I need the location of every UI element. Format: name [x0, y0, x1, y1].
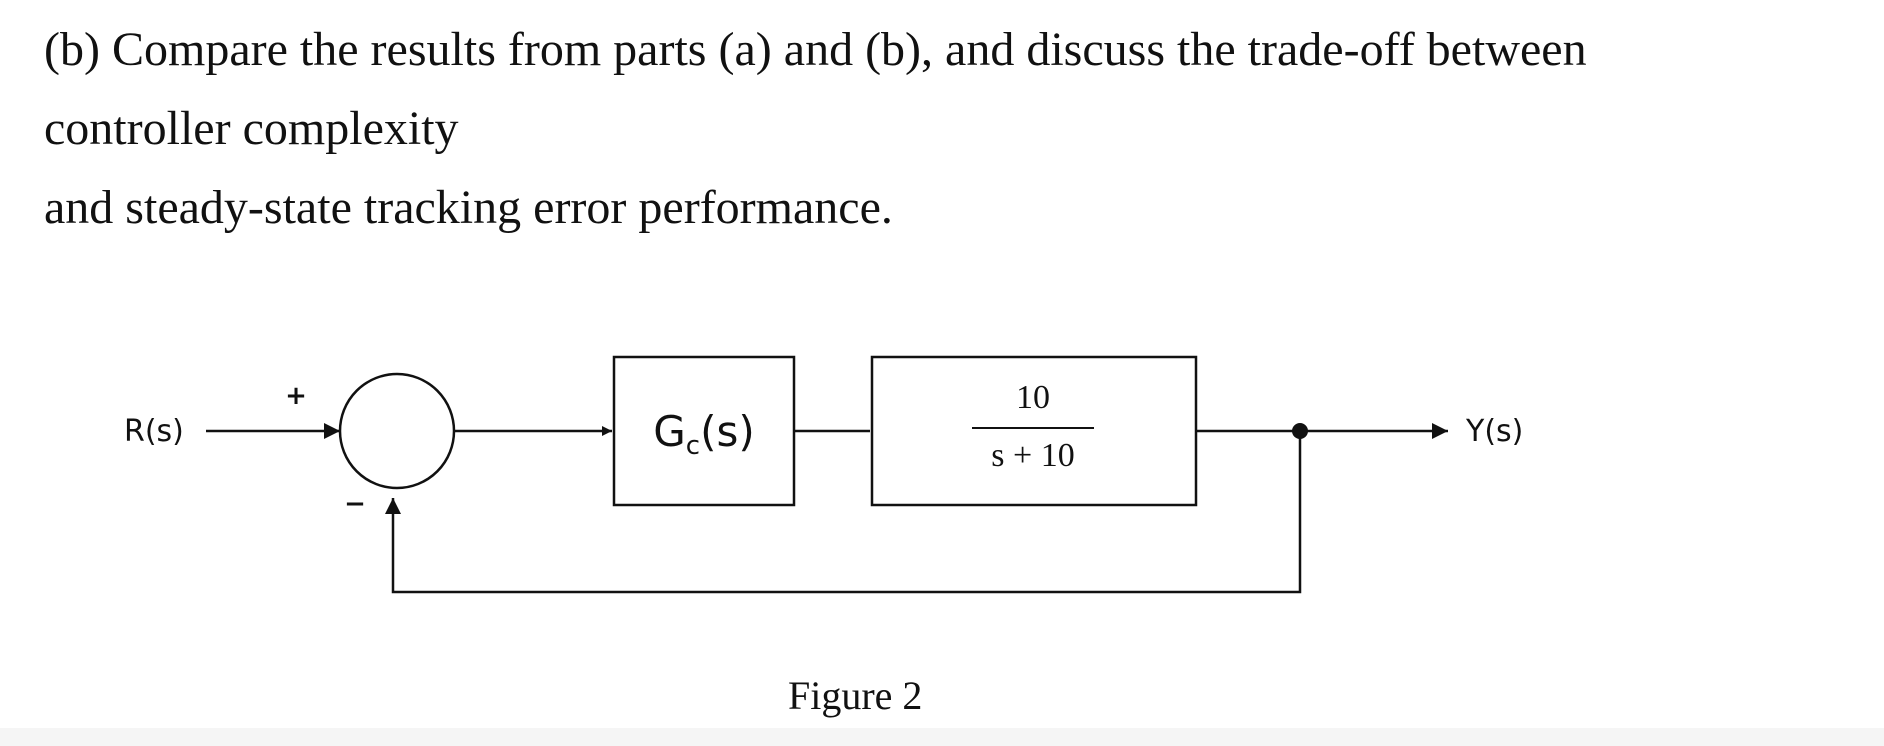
question-line-2: controller complexity	[44, 102, 459, 155]
question-line-3: and steady-state tracking error performa…	[44, 181, 893, 234]
diagram-wires	[206, 423, 1448, 594]
figure-caption: Figure 2	[788, 673, 923, 718]
controller-label: Gc(s)	[653, 407, 755, 461]
summing-junction	[338, 372, 456, 490]
page-bottom-band	[0, 728, 1884, 746]
takeoff-point	[1292, 423, 1308, 439]
plant-numerator: 10	[1016, 379, 1050, 416]
feedback-path	[385, 431, 1302, 594]
question-text: (b) Compare the results from parts (a) a…	[44, 10, 1844, 247]
input-label: R(s)	[124, 414, 184, 449]
minus-sign: −	[344, 489, 366, 519]
plus-sign: +	[285, 381, 307, 411]
controller-block	[612, 355, 796, 507]
plant-block	[870, 355, 1198, 507]
output-label: Y(s)	[1465, 414, 1523, 449]
question-line-1: (b) Compare the results from parts (a) a…	[44, 23, 1587, 76]
plant-denominator: s + 10	[991, 437, 1074, 474]
